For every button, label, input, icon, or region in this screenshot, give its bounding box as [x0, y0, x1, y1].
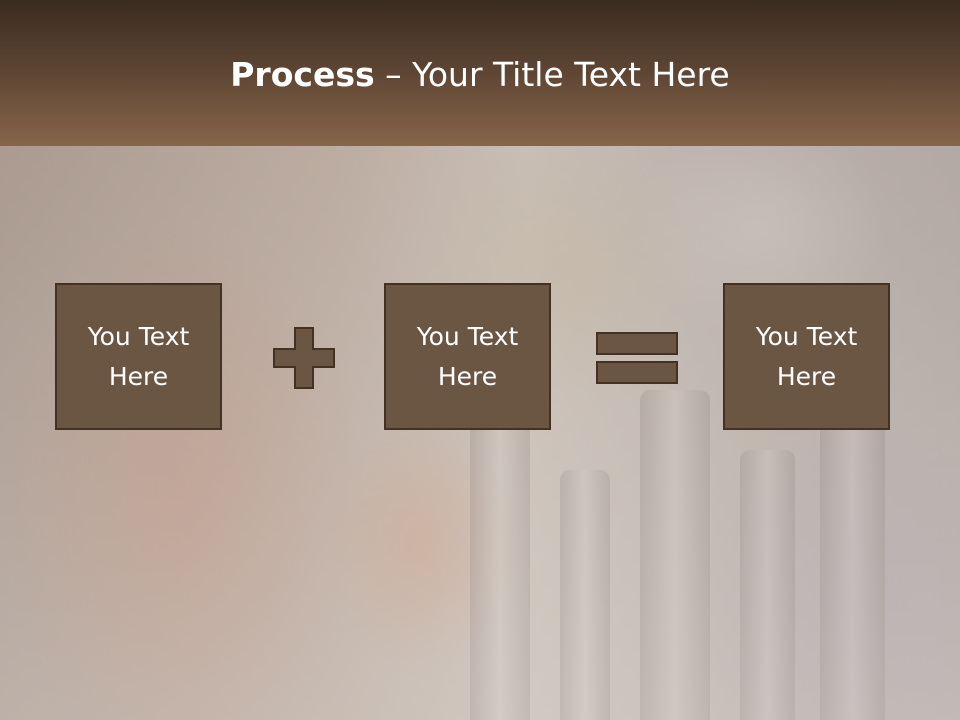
slide-title[interactable]: Process – Your Title Text Here — [0, 52, 960, 98]
step-box-3[interactable]: You Text Here — [723, 283, 890, 430]
plus-icon — [273, 327, 335, 389]
step-label: You Text Here — [416, 321, 519, 391]
step-label: You Text Here — [87, 321, 190, 391]
photo-veil — [0, 146, 960, 720]
title-bar: Process – Your Title Text Here — [0, 0, 960, 146]
background-photo — [0, 146, 960, 720]
step-label: You Text Here — [755, 321, 858, 391]
title-rest: – Your Title Text Here — [374, 55, 730, 94]
equals-icon — [596, 332, 678, 384]
step-box-1[interactable]: You Text Here — [55, 283, 222, 430]
step-box-2[interactable]: You Text Here — [384, 283, 551, 430]
title-bold: Process — [230, 55, 375, 94]
